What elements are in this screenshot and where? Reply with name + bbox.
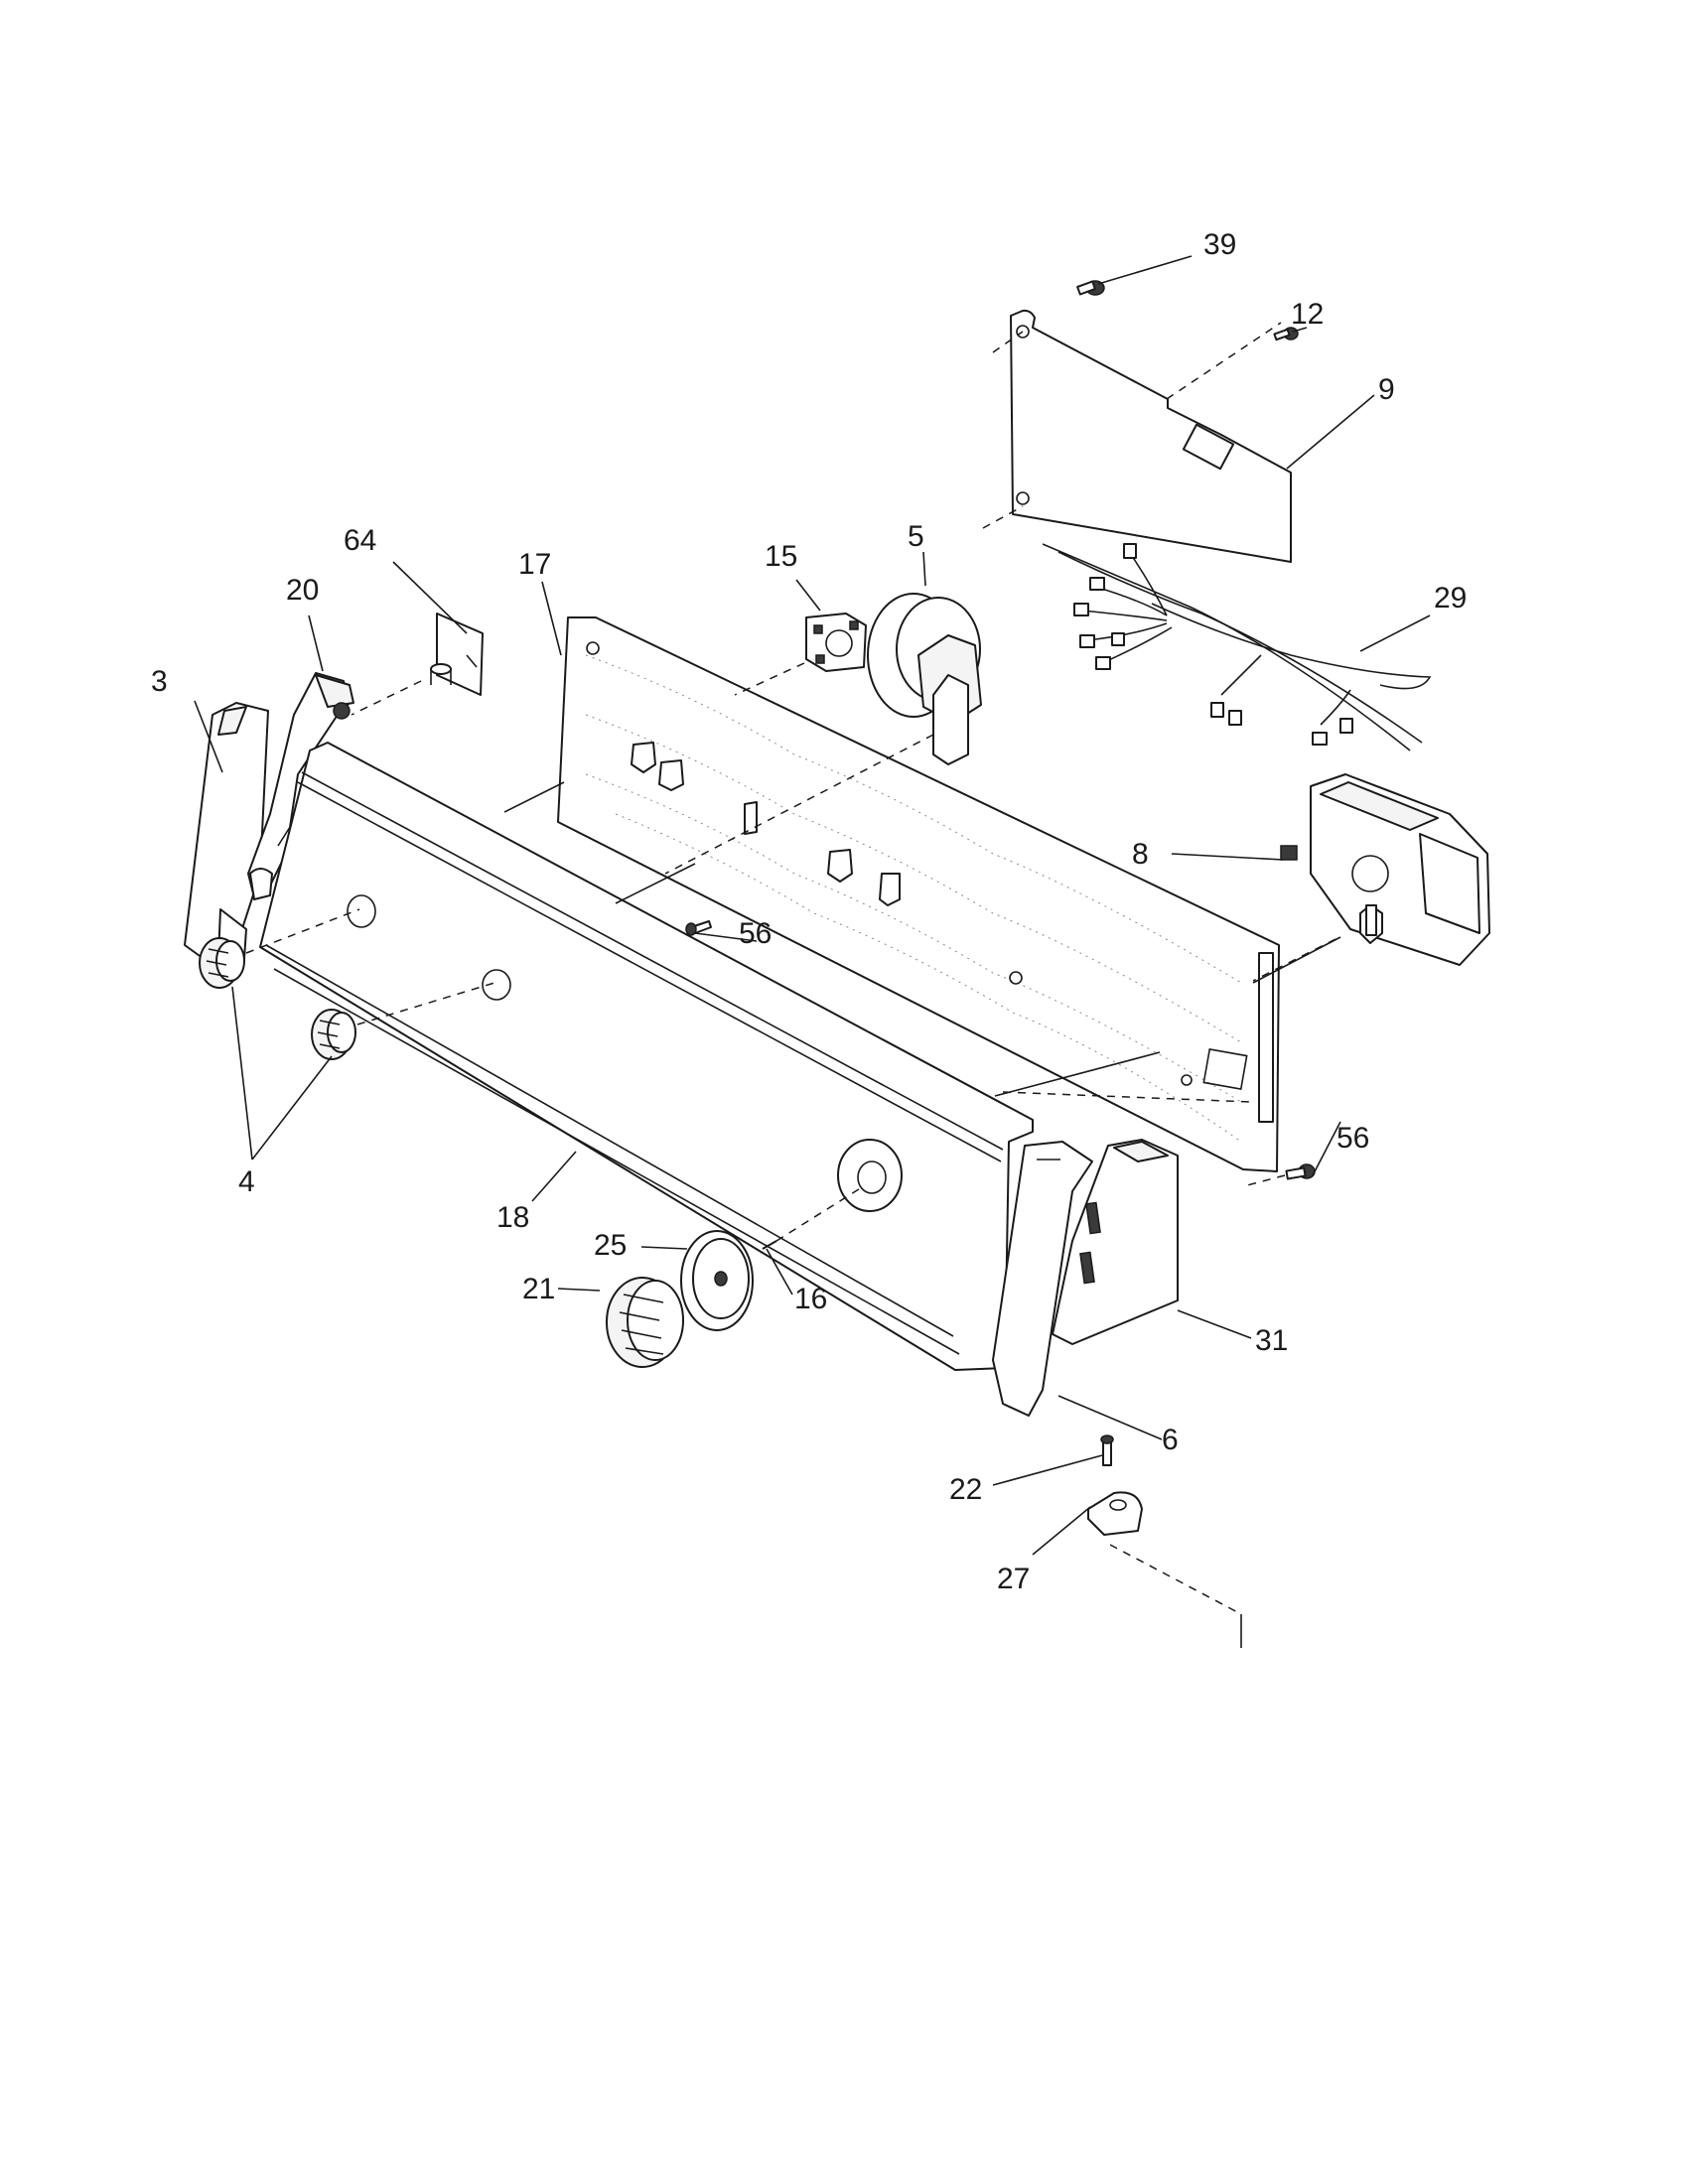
callout-39: 39: [1203, 228, 1236, 261]
timer-dial-assembly: [664, 593, 982, 875]
callout-56-center: 56: [739, 917, 772, 950]
control-board: [557, 616, 1280, 1172]
callout-56-right: 56: [1336, 1122, 1369, 1155]
screw-22: [1100, 1434, 1114, 1466]
callout-25: 25: [594, 1229, 627, 1262]
callout-17: 17: [518, 548, 551, 581]
callout-22: 22: [949, 1473, 982, 1506]
main-knob: [606, 1277, 684, 1368]
callout-4: 4: [238, 1165, 255, 1198]
callout-labels: 39 12 9 29 5 15 17 64 20 3 8 56 56 4 18 …: [151, 228, 1467, 1595]
console-panel: [259, 742, 1034, 1371]
knob-left-upper: [199, 908, 360, 989]
callout-8: 8: [1132, 838, 1149, 871]
callout-29: 29: [1434, 582, 1467, 614]
callout-31: 31: [1255, 1324, 1288, 1357]
callout-12: 12: [1291, 298, 1324, 331]
right-end-cap: [992, 1141, 1093, 1417]
right-bracket: [1052, 1139, 1179, 1345]
callout-15: 15: [765, 540, 797, 573]
callout-27: 27: [997, 1563, 1030, 1595]
left-end-cap: [184, 702, 269, 962]
leader-lines: [194, 255, 1431, 1556]
spring-clip: [762, 1186, 863, 1250]
mounting-clip: [1087, 1491, 1242, 1648]
selector-switch: [734, 613, 867, 696]
rear-panel: [982, 309, 1292, 563]
screw-56-center: [685, 920, 712, 936]
assembly-guide-lines: [503, 781, 1341, 1097]
knob-left-lower: [311, 982, 495, 1060]
callout-18: 18: [496, 1201, 529, 1234]
lamp-cover-plate: [351, 613, 484, 716]
wire-harness: [1042, 543, 1432, 751]
callout-20: 20: [286, 574, 319, 607]
timer-motor: [1252, 773, 1490, 982]
screw-39: [1076, 280, 1105, 296]
callout-6: 6: [1162, 1424, 1179, 1456]
callout-16: 16: [794, 1283, 827, 1315]
callout-21: 21: [522, 1273, 555, 1305]
callout-3: 3: [151, 665, 168, 698]
knob-skirt: [680, 1230, 754, 1331]
callout-5: 5: [908, 520, 924, 553]
left-bracket: [247, 672, 354, 900]
callout-9: 9: [1378, 373, 1395, 406]
callout-64: 64: [344, 524, 376, 557]
